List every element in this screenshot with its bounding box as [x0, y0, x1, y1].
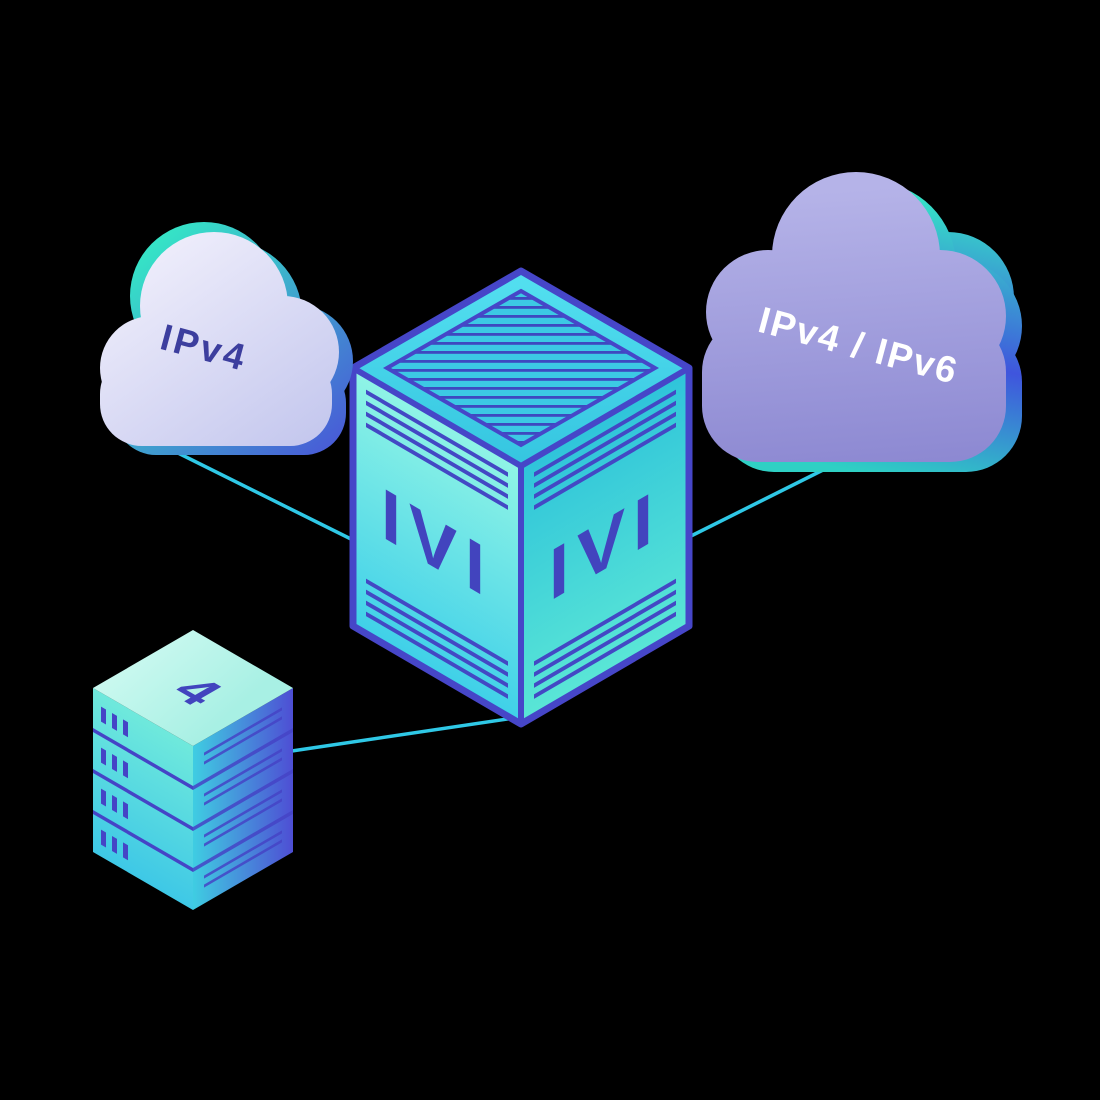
server-slot-icon: [101, 747, 106, 766]
connection-line-server: [283, 715, 523, 754]
ivi-box-left-stripes: [366, 389, 508, 699]
ivi-box-right-stripes: [534, 389, 676, 699]
server-slot-icon: [112, 795, 117, 813]
stripe: [366, 600, 508, 688]
server-slot-icon: [123, 719, 128, 738]
server-slot-icon: [101, 706, 106, 725]
server-slot-icon: [101, 829, 106, 848]
server-slot-icon: [112, 836, 117, 854]
server-top-face: [93, 630, 293, 746]
ipv6-cloud-body: [702, 172, 1006, 462]
server-left-face: [93, 688, 193, 910]
cloud-base: [100, 352, 332, 446]
stripe: [534, 411, 676, 499]
stripe: [534, 422, 676, 510]
server-slot-icon: [101, 788, 106, 807]
server-vent-icon: [204, 839, 282, 888]
ipv4-cloud: IPv4: [100, 222, 353, 455]
ivi-box-left-face: IVI: [353, 368, 521, 724]
server-slot-icon: [123, 801, 128, 820]
server-vent-icon: [204, 830, 282, 879]
stripe: [534, 611, 676, 699]
stripe: [534, 578, 676, 666]
ipv4-cloud-body: [100, 232, 339, 446]
server-slot-icon: [112, 754, 117, 772]
ipv6-cloud: IPv4 / IPv6: [702, 172, 1022, 472]
stripe: [366, 422, 508, 510]
server-right-face: [193, 688, 293, 910]
server-vent-icon: [204, 757, 282, 806]
stripe: [534, 600, 676, 688]
ivi-box-right-face: IVI: [521, 368, 689, 724]
stripe: [366, 400, 508, 488]
ipv4-server-stack: 4: [93, 630, 293, 910]
server-vent-icon: [204, 789, 282, 838]
stripe: [534, 589, 676, 677]
server-left-face-details: [93, 706, 193, 872]
stripe: [366, 589, 508, 677]
server-slot-icon: [112, 713, 117, 731]
stripe: [534, 400, 676, 488]
server-slot-icon: [123, 760, 128, 779]
cloud-base: [702, 316, 1006, 462]
ivi-box-top-hatch: [382, 288, 660, 448]
stripe: [366, 611, 508, 699]
server-groove: [93, 810, 193, 872]
server-vent-icon: [204, 707, 282, 756]
server-vent-icon: [204, 716, 282, 765]
server-vent-icon: [204, 798, 282, 847]
server-groove: [193, 769, 293, 831]
ivi-box-edges: [349, 267, 693, 728]
server-groove: [93, 769, 193, 831]
server-slot-icon: [123, 842, 128, 861]
stripe: [366, 578, 508, 666]
stripe: [366, 411, 508, 499]
server-vent-icon: [204, 748, 282, 797]
server-groove: [93, 728, 193, 790]
stripe: [366, 389, 508, 477]
server-right-face-details: [193, 707, 293, 888]
server-groove: [193, 810, 293, 872]
server-groove: [193, 728, 293, 790]
ivi-translator-box: IVI IVI: [349, 267, 693, 728]
stripe: [534, 389, 676, 477]
